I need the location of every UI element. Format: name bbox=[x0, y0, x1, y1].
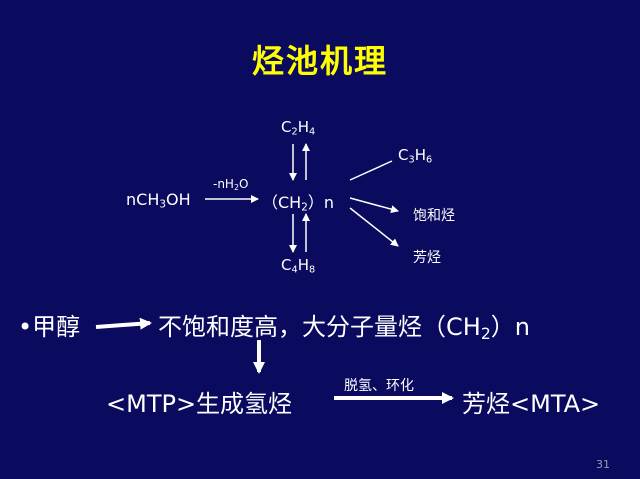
arrow-to-saturated bbox=[349, 197, 399, 214]
arrow-to-c3h6 bbox=[349, 160, 393, 181]
methanol-arrow bbox=[95, 317, 152, 330]
mtp-olefins: <MTP>生成氢烃 bbox=[106, 390, 293, 418]
mta-aromatics: 芳烃<MTA> bbox=[462, 390, 601, 418]
dehydration-label: -nH2O bbox=[213, 177, 249, 192]
saturated-hydrocarbon-label: 饱和烃 bbox=[413, 208, 455, 224]
propylene-label: C3H6 bbox=[398, 146, 433, 166]
arrow-to-aromatics bbox=[349, 207, 399, 247]
ethylene-label: C2H4 bbox=[281, 118, 316, 138]
bullet: • bbox=[18, 313, 33, 341]
methanol-reactant: nCH3OH bbox=[126, 190, 191, 211]
aromatics-label: 芳烃 bbox=[413, 250, 441, 266]
page-number: 31 bbox=[596, 458, 610, 471]
hydrocarbon-pool: （CH2）n bbox=[262, 193, 334, 214]
dehydrogenation-label: 脱氢、环化 bbox=[344, 378, 414, 394]
butene-label: C4H8 bbox=[281, 256, 316, 276]
summary-line-1-start: •甲醇 bbox=[18, 307, 80, 342]
slide-title: 烃池机理 bbox=[251, 42, 388, 80]
summary-line-1-product: 不饱和度高，大分子量烃（CH2）n bbox=[158, 313, 530, 343]
methanol-text: 甲醇 bbox=[32, 313, 81, 341]
